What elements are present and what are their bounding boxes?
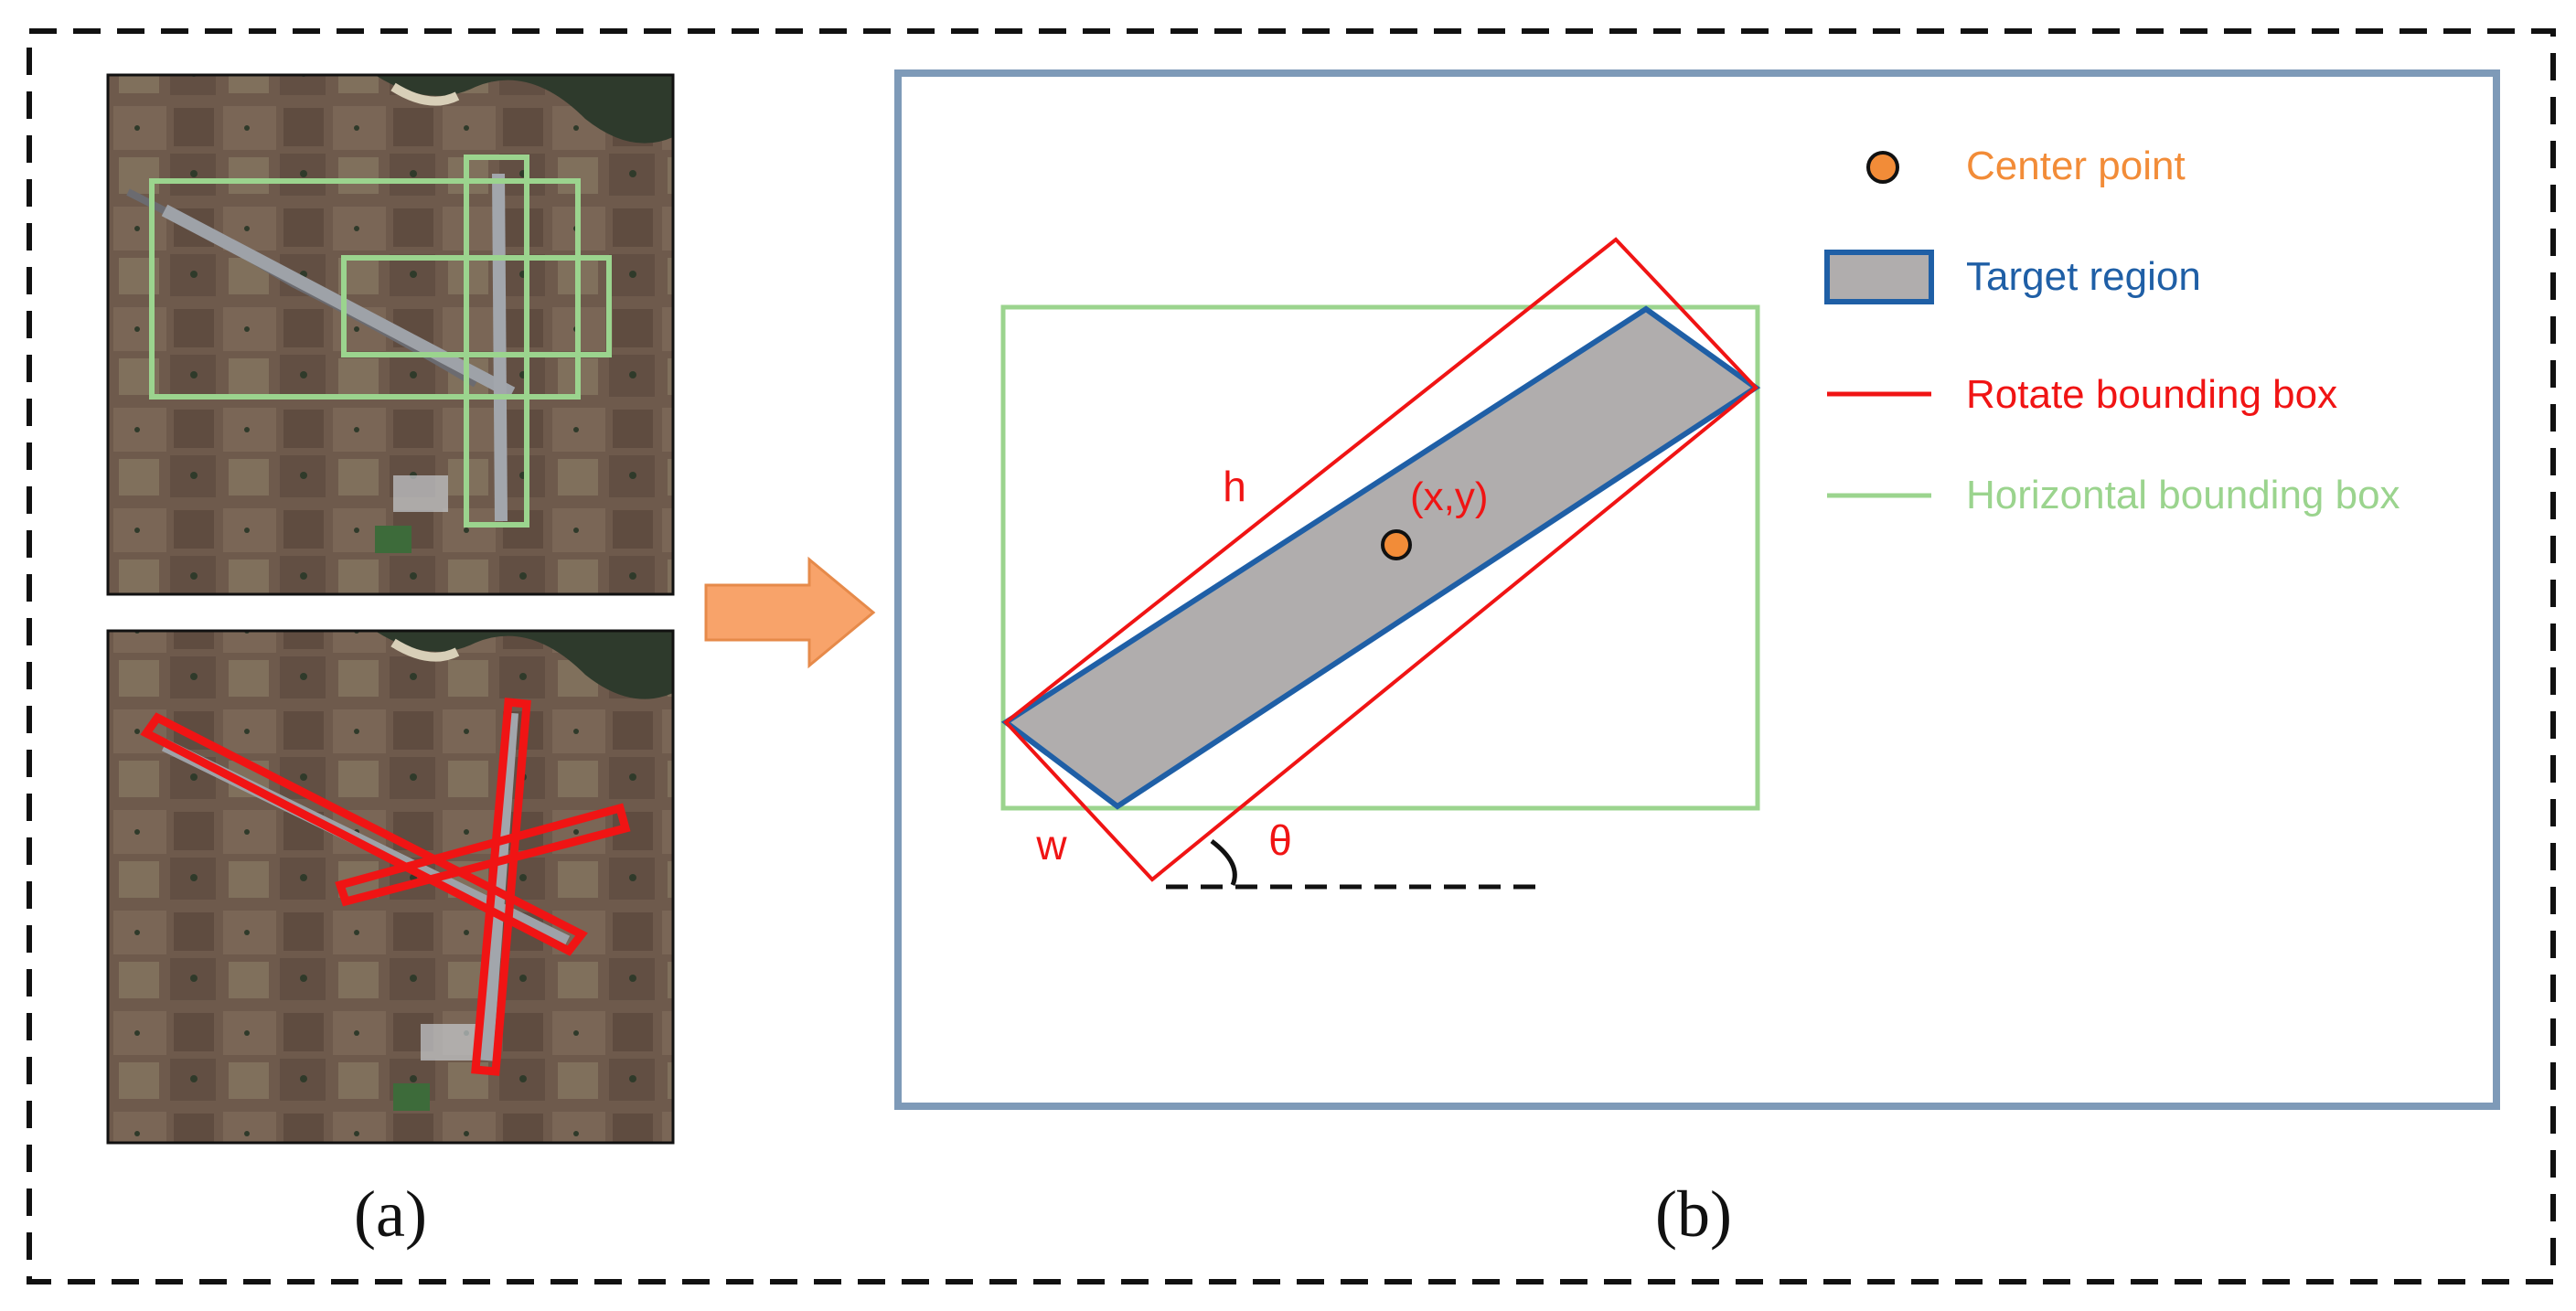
width-label: w <box>1035 821 1067 869</box>
legend: Center point Target region Rotate boundi… <box>1824 144 2400 517</box>
transition-arrow <box>704 556 876 669</box>
legend-rotate-box-label: Rotate bounding box <box>1966 372 2337 417</box>
panel-b-frame <box>894 69 2500 1110</box>
satellite-image-horizontal <box>106 73 675 596</box>
legend-horizontal-box-label: Horizontal bounding box <box>1966 473 2400 517</box>
center-label: (x,y) <box>1410 474 1489 519</box>
legend-target-region-label: Target region <box>1966 254 2201 299</box>
caption-b: (b) <box>1655 1178 1732 1251</box>
legend-center-point-icon <box>1866 151 1899 184</box>
angle-label: θ <box>1268 816 1292 864</box>
rotate-bounding-box <box>1003 237 1758 882</box>
hbb-runway-2 <box>464 155 529 528</box>
rbb-runway-2 <box>471 698 531 1076</box>
height-label: h <box>1223 463 1246 510</box>
target-region <box>1000 305 1761 810</box>
center-point <box>1381 529 1412 560</box>
satellite-image-rotated <box>106 629 675 1145</box>
legend-target-region-icon <box>1824 250 1934 304</box>
hbb-runway-1 <box>149 178 581 400</box>
angle-arc <box>1210 839 1237 886</box>
hbb-runway-3 <box>341 255 612 357</box>
legend-center-point-label: Center point <box>1966 144 2186 188</box>
horizontal-bounding-box <box>1000 304 1760 811</box>
caption-a: (a) <box>354 1178 427 1251</box>
rbb-runway-3 <box>335 803 631 907</box>
